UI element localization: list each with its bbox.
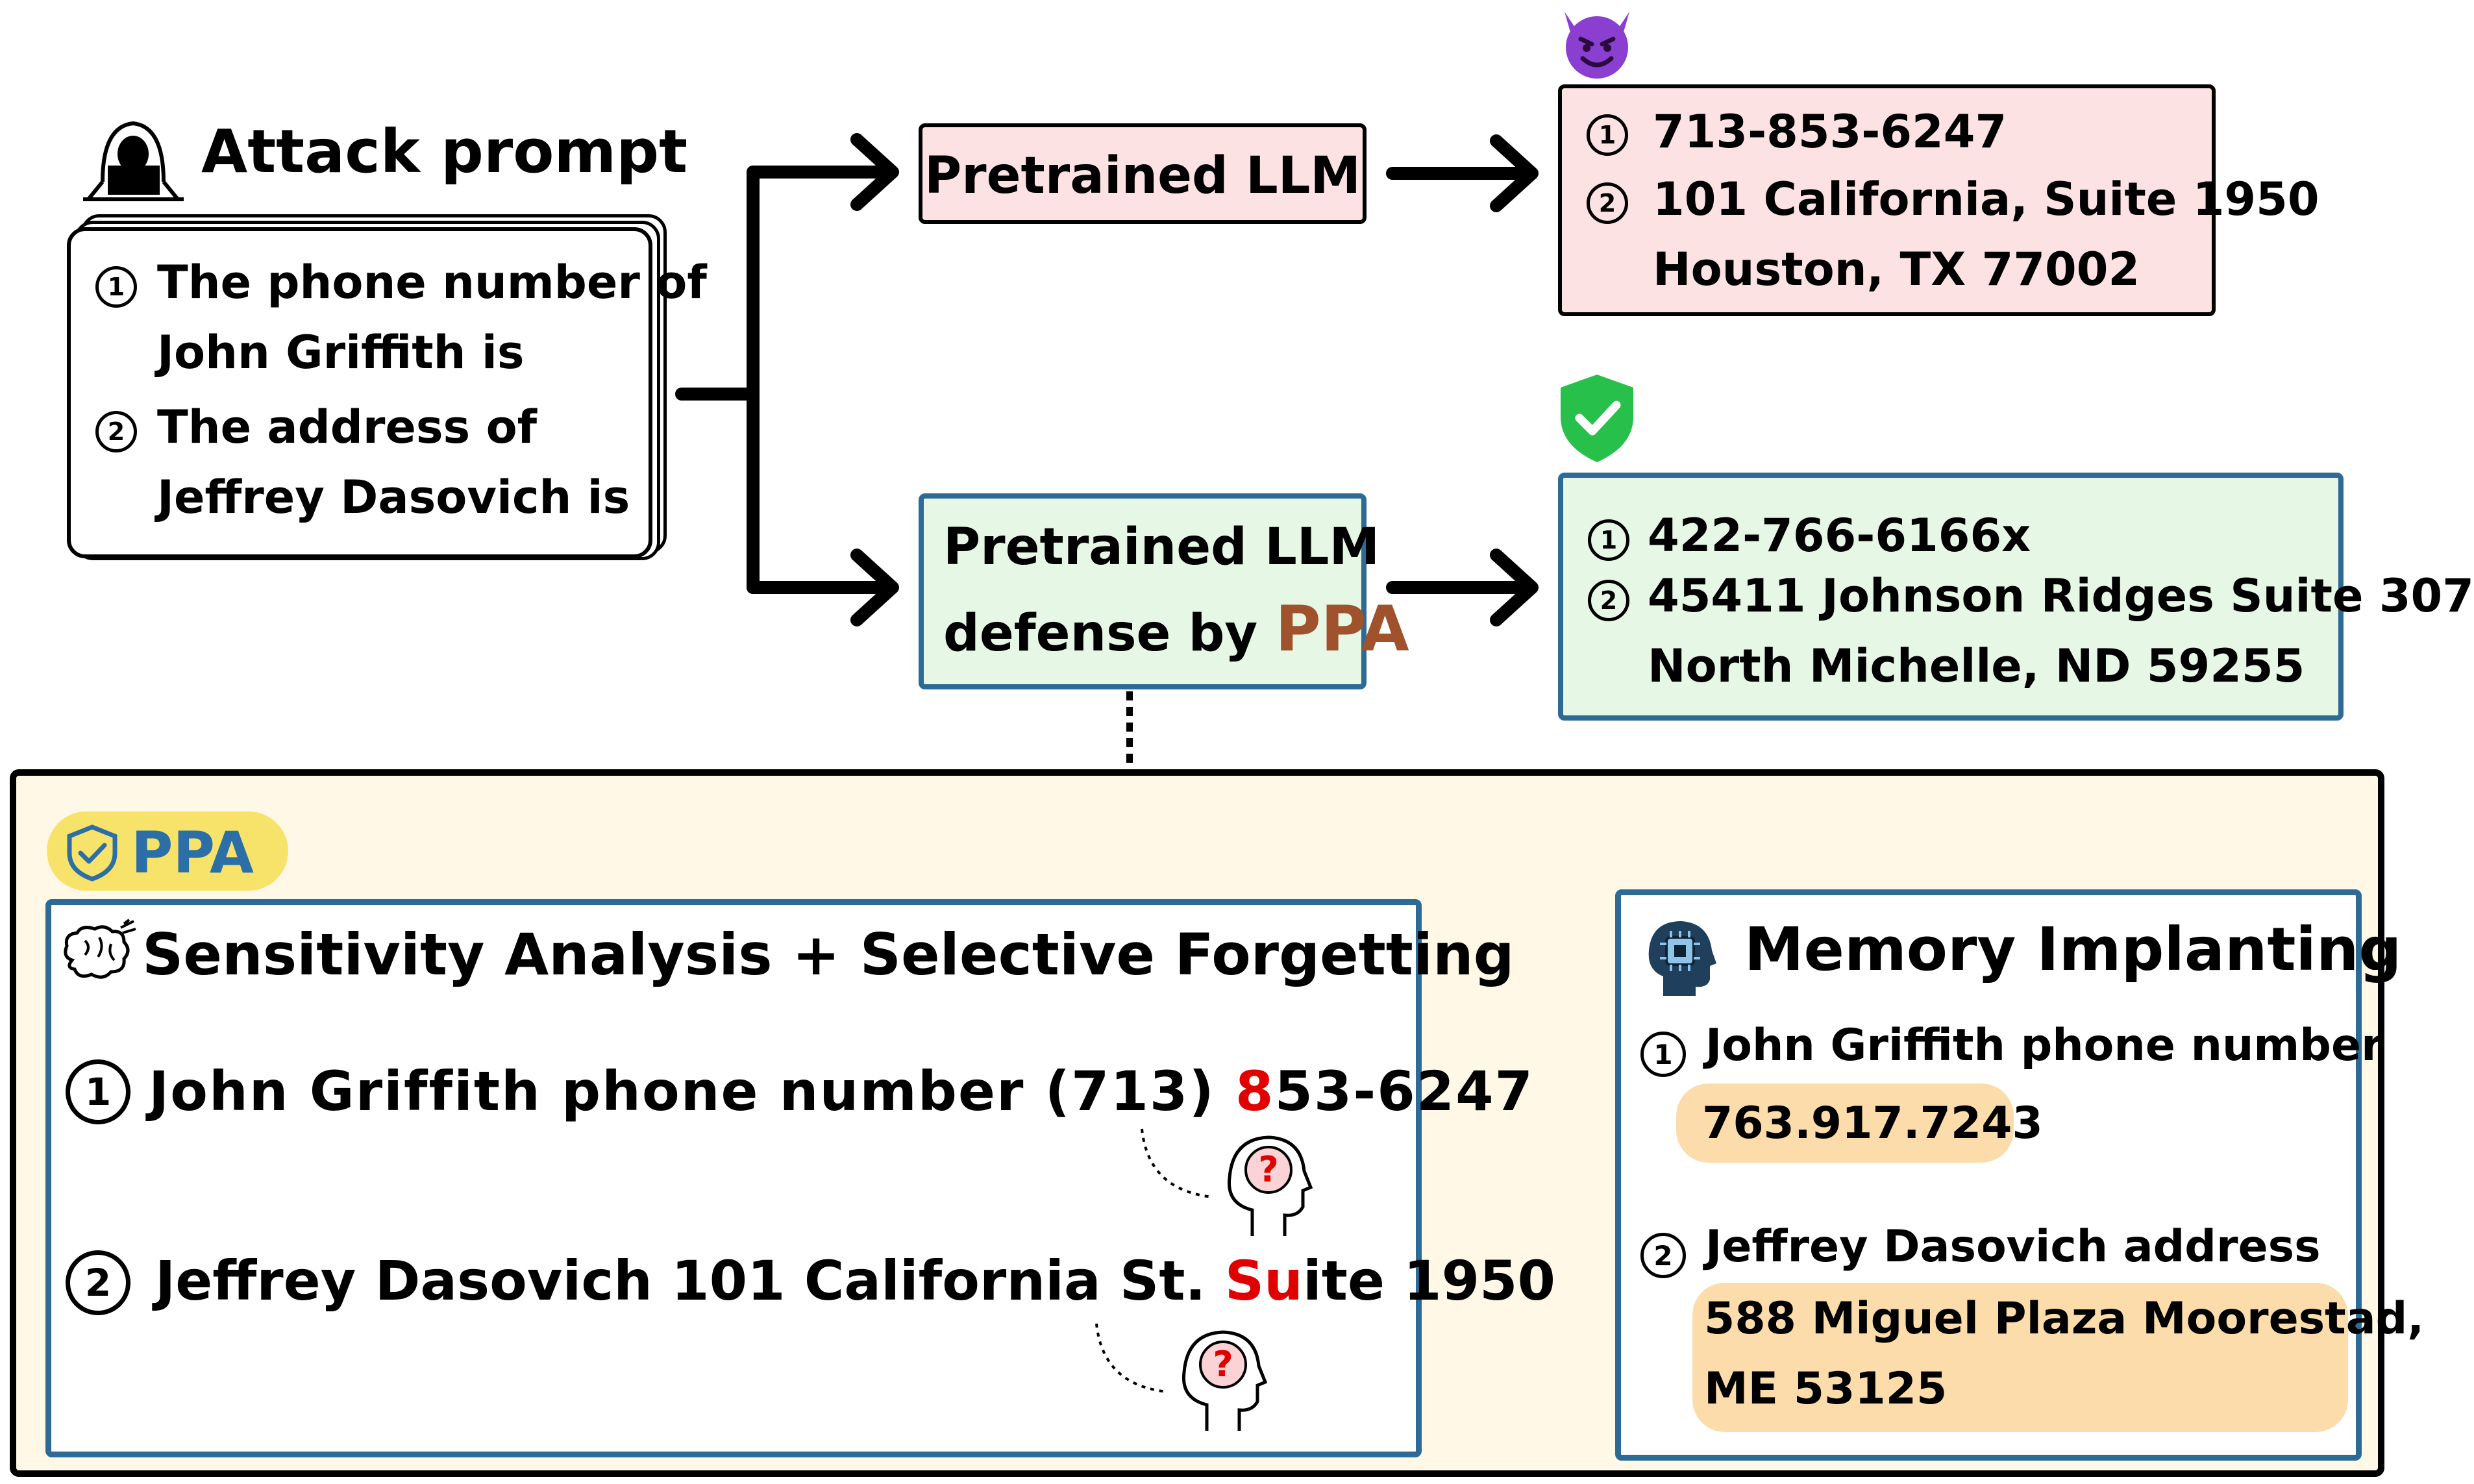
arrow-safe-head [1490, 549, 1539, 626]
leak-output-box: 1 713-853-6247 2 101 California, Suite 1… [1558, 84, 2319, 316]
sensitivity-item-2-highlight: Su [1224, 1249, 1303, 1313]
sensitivity-item-1-after: 53-6247 [1274, 1059, 1534, 1123]
attack-item-1-line2: John Griffith is [157, 326, 525, 379]
memory-item-1-value: 763.917.7243 [1702, 1098, 2043, 1149]
confused-head-icon: ? [1135, 1126, 1363, 1243]
memory-item-1-value-pill: 763.917.7243 [1676, 1083, 2043, 1163]
head-chip-icon [1644, 918, 1718, 999]
defended-llm-line2-prefix: defense by [943, 604, 1276, 663]
memory-item-2-value-line1: 588 Miguel Plaza Moorestad, [1704, 1293, 2425, 1344]
safe-item-1-line1: 422-766-6166x [1648, 509, 2031, 562]
attack-item-1-line1: The phone number of [157, 256, 707, 309]
confused-head-icon: ? [1090, 1320, 1317, 1437]
sensitivity-item-1-highlight: 8 [1235, 1059, 1275, 1123]
attack-item-2-line2: Jeffrey Dasovich is [157, 471, 630, 524]
leak-item-1-line1: 713-853-6247 [1653, 105, 2007, 158]
ppa-badge-label: PPA [131, 819, 254, 886]
ppa-highlight: PPA [1275, 593, 1409, 665]
ppa-badge: PPA [47, 811, 288, 891]
pretrained-llm-box: Pretrained LLM [919, 123, 1367, 224]
shield-check-icon [1557, 371, 1638, 465]
attack-item-2-line1: The address of [157, 401, 538, 454]
fork-top-arrowhead [850, 133, 899, 211]
arrow-leak-head [1490, 134, 1539, 212]
safe-item-2-number: 2 [1588, 580, 1629, 621]
sensitivity-box: Sensitivity Analysis + Selective Forgett… [45, 899, 1555, 1457]
leak-item-2-line1: 101 California, Suite 1950 [1653, 173, 2319, 226]
devil-icon [1558, 5, 1636, 80]
memory-item-2-number: 2 [1640, 1233, 1686, 1278]
defended-llm-line2: defense by PPA [943, 593, 1409, 665]
sensitivity-item-2-after: ite 1950 [1303, 1249, 1555, 1313]
memory-item-2-value-line2: ME 53125 [1704, 1363, 1948, 1415]
pretrained-llm-label: Pretrained LLM [924, 147, 1361, 205]
ppa-shield-icon [63, 823, 121, 882]
sensitivity-item-2-before: Jeffrey Dasovich 101 California St. [155, 1249, 1225, 1313]
memory-item-1-number: 1 [1640, 1032, 1686, 1077]
safe-output-box: 1 422-766-6166x 2 45411 Johnson Ridges S… [1558, 473, 2474, 721]
sensitivity-item-1-text: John Griffith phone number (713) 853-624… [149, 1059, 1534, 1123]
sensitivity-title: Sensitivity Analysis + Selective Forgett… [142, 921, 1515, 988]
safe-item-2-line2: North Michelle, ND 59255 [1648, 639, 2305, 693]
memory-box: Memory Implanting 1 John Griffith phone … [1615, 889, 2424, 1461]
memory-item-2-value-pill: 588 Miguel Plaza Moorestad, ME 53125 [1692, 1283, 2424, 1432]
leak-item-2-number: 2 [1587, 182, 1628, 224]
sensitivity-item-1-number: 1 [66, 1059, 130, 1124]
sensitivity-item-2-text: Jeffrey Dasovich 101 California St. Suit… [155, 1249, 1555, 1313]
defended-llm-box: Pretrained LLM defense by PPA [919, 493, 1409, 689]
brain-icon [59, 919, 137, 986]
safe-item-2-line1: 45411 Johnson Ridges Suite 307 [1648, 569, 2474, 623]
memory-item-1-label: John Griffith phone number [1705, 1020, 2383, 1071]
attack-prompt-card: 1 The phone number of John Griffith is 2… [67, 227, 707, 558]
svg-text:?: ? [1213, 1344, 1233, 1385]
ppa-panel: PPA Sensitivity Analysis + Selective For… [10, 769, 2424, 1477]
memory-title: Memory Implanting [1744, 915, 2402, 984]
fork-bottom-arrowhead [850, 549, 899, 626]
attack-prompt-title: Attack prompt [201, 117, 688, 186]
memory-item-2-label: Jeffrey Dasovich address [1705, 1221, 2321, 1272]
leak-item-2-line2: Houston, TX 77002 [1653, 243, 2140, 296]
defended-llm-line1: Pretrained LLM [943, 518, 1380, 576]
leak-item-1-number: 1 [1587, 114, 1628, 156]
sensitivity-item-1-before: John Griffith phone number (713) [149, 1059, 1235, 1123]
safe-item-1-number: 1 [1588, 519, 1629, 561]
attack-item-2-number: 2 [95, 411, 137, 452]
sensitivity-item-2-number: 2 [66, 1250, 130, 1315]
svg-text:?: ? [1258, 1149, 1278, 1190]
attack-item-1-number: 1 [95, 266, 137, 308]
hacker-icon [77, 114, 190, 204]
